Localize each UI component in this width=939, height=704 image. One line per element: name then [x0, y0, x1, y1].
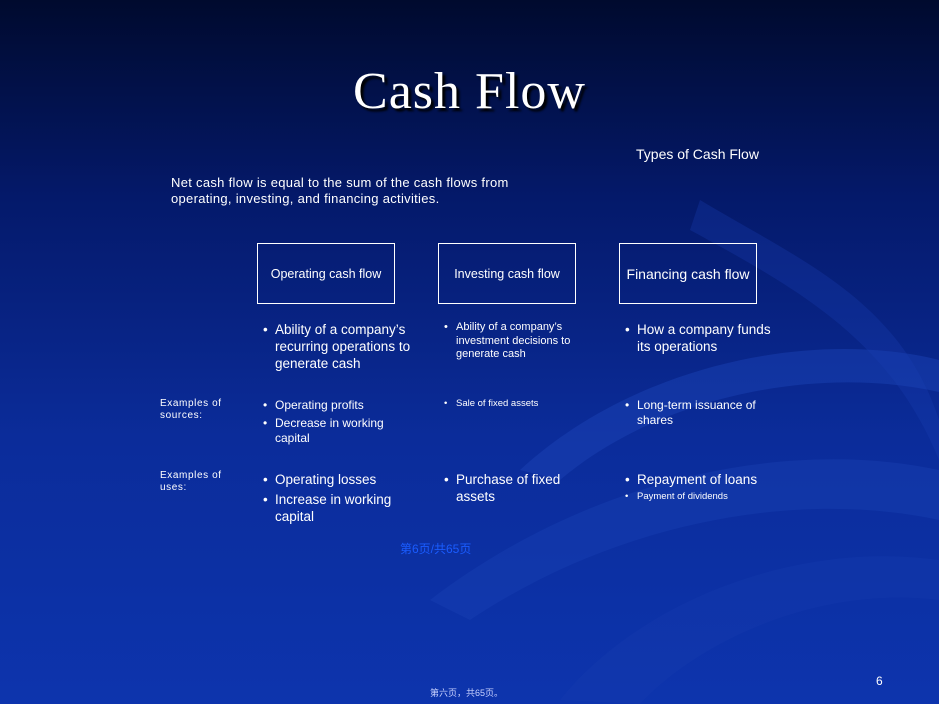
page-watermark: 第6页/共65页	[400, 542, 472, 556]
investing-uses: Purchase of fixed assets	[444, 471, 584, 508]
box-label: Investing cash flow	[454, 266, 560, 281]
financing-uses: Repayment of loans Payment of dividends	[625, 471, 785, 506]
list-item: Operating losses	[263, 471, 403, 488]
list-item: Purchase of fixed assets	[444, 471, 584, 505]
box-label: Operating cash flow	[270, 266, 382, 281]
sources-row-label: Examples of sources:	[160, 398, 222, 421]
list-item: Payment of dividends	[625, 491, 785, 503]
page-number: 6	[876, 674, 883, 688]
investing-cash-flow-box: Investing cash flow	[438, 243, 576, 304]
list-item: Sale of fixed assets	[444, 398, 594, 410]
financing-cash-flow-box: Financing cash flow	[619, 243, 757, 304]
list-item: Ability of a company’s investment decisi…	[444, 321, 594, 362]
investing-sources: Sale of fixed assets	[444, 398, 594, 413]
types-heading: Types of Cash Flow	[636, 146, 759, 162]
page-footer: 第六页，共65页。	[430, 688, 504, 698]
investing-description: Ability of a company’s investment decisi…	[444, 321, 594, 365]
uses-row-label: Examples of uses:	[160, 470, 222, 493]
slide-title: Cash Flow	[353, 63, 586, 120]
list-item: Decrease in working capital	[263, 416, 413, 446]
intro-text: Net cash flow is equal to the sum of the…	[171, 175, 509, 206]
box-label: Financing cash flow	[626, 265, 750, 282]
list-item: Long-term issuance of shares	[625, 398, 775, 428]
list-item: Repayment of loans	[625, 471, 785, 488]
list-item: How a company funds its operations	[625, 321, 775, 355]
operating-description: Ability of a company’s recurring operati…	[263, 321, 423, 375]
operating-sources: Operating profits Decrease in working ca…	[263, 398, 413, 449]
operating-uses: Operating losses Increase in working cap…	[263, 471, 403, 528]
list-item: Ability of a company’s recurring operati…	[263, 321, 423, 372]
financing-description: How a company funds its operations	[625, 321, 775, 358]
financing-sources: Long-term issuance of shares	[625, 398, 775, 431]
operating-cash-flow-box: Operating cash flow	[257, 243, 395, 304]
list-item: Increase in working capital	[263, 491, 403, 525]
list-item: Operating profits	[263, 398, 413, 413]
